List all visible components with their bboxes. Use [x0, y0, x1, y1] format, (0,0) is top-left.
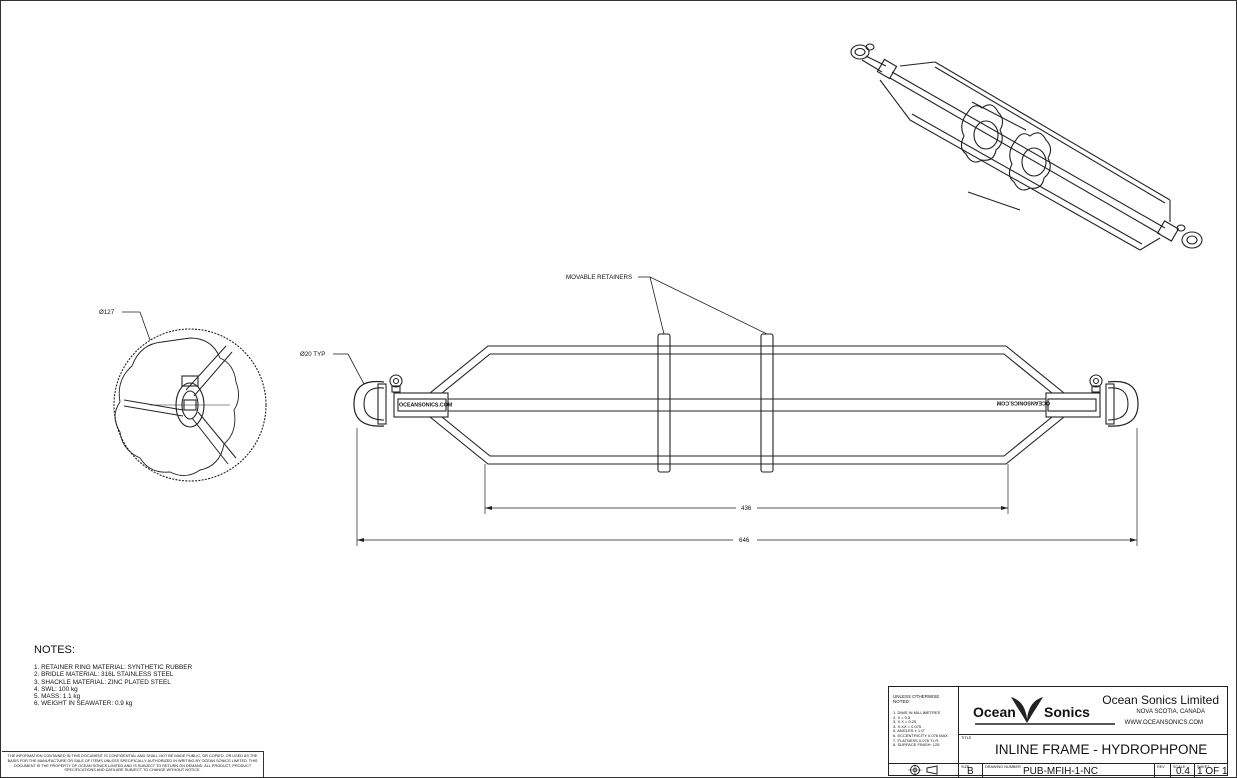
- sheet-label: SHEET: [1197, 765, 1210, 769]
- tolerance-item: 2. X = 0.5: [893, 714, 911, 720]
- tolerance-item: 5. ANGLES ± 1.0°: [893, 728, 926, 734]
- rod-diameter-label: Ø20 TYP: [300, 351, 325, 358]
- movable-retainers-label: MOVABLE RETAINERS: [566, 274, 632, 281]
- note-item: 2. BRIDLE MATERIAL: 316L STAINLESS STEEL: [34, 671, 174, 679]
- note-item: 1. RETAINER RING MATERIAL: SYNTHETIC RUB…: [34, 664, 193, 671]
- company-name: Ocean Sonics Limited: [1102, 693, 1219, 707]
- tolerance-item: 3. X.X = 0.25: [893, 719, 917, 725]
- sheet-cell: SHEET 1 OF 1: [1195, 764, 1228, 777]
- drawing-number-cell: DRAWING NUMBER PUB-MFIH-1-NC: [983, 764, 1155, 777]
- drawing-number: PUB-MFIH-1-NC: [1023, 766, 1098, 777]
- side-view: [333, 276, 1139, 546]
- company-block: Ocean Sonics Ocean Sonics Limited NOVA S…: [959, 687, 1227, 735]
- sheet-number: 1 OF 1: [1197, 766, 1228, 777]
- sheet-size: B: [967, 766, 974, 777]
- notes-title: NOTES:: [34, 644, 75, 656]
- bridle-engraving-left: OCEANSONICS.COM: [399, 403, 453, 409]
- company-website: WWW.OCEANSONICS.COM: [1124, 720, 1203, 726]
- drawing-number-label: DRAWING NUMBER: [985, 765, 1021, 769]
- logo-text-ocean: Ocean: [973, 704, 1016, 720]
- note-item: 4. SWL: 100 kg: [34, 685, 78, 693]
- size-label: SIZE: [961, 765, 970, 769]
- isometric-view: [850, 43, 1203, 251]
- title-block: UNLESS OTHERWISE NOTED: 1. DIMS IN MILLI…: [888, 686, 1228, 777]
- tolerance-notes: UNLESS OTHERWISE NOTED: 1. DIMS IN MILLI…: [889, 687, 959, 763]
- drawing-title: INLINE FRAME - HYDROPHPONE: [995, 742, 1208, 757]
- confidentiality-disclaimer: THE INFORMATION CONTAINED IN THIS DOCUME…: [2, 751, 264, 778]
- projection-symbol-cell: [889, 764, 959, 777]
- rev-cell: REV: [1155, 764, 1171, 777]
- bottom-row: SIZE B DRAWING NUMBER PUB-MFIH-1-NC REV …: [889, 763, 1228, 777]
- title-label: TITLE: [961, 736, 972, 740]
- note-item: 6. WEIGHT IN SEAWATER: 0.9 kg: [34, 700, 133, 708]
- bridle-engraving-right: OCEANSONICS.COM: [996, 400, 1050, 406]
- scale-cell: SCALE 0.4: [1171, 764, 1195, 777]
- tolerance-item: 6. ECCENTRICITY 0.076 MAX: [893, 732, 948, 738]
- ocean-sonics-logo: [975, 697, 1115, 725]
- logo-text-sonics: Sonics: [1044, 704, 1090, 720]
- title-cell: TITLE INLINE FRAME - HYDROPHPONE: [959, 735, 1227, 763]
- end-diameter-label: Ø127: [99, 309, 115, 316]
- notes-list: 1. RETAINER RING MATERIAL: SYNTHETIC RUB…: [34, 664, 192, 708]
- dimension-436: 436: [741, 505, 752, 512]
- tolerance-item: 4. X.XX = 0.075: [893, 723, 922, 729]
- size-cell: SIZE B: [959, 764, 983, 777]
- note-item: 3. SHACKLE MATERIAL: ZINC PLATED STEEL: [34, 678, 171, 686]
- tolerance-heading: UNLESS OTHERWISE NOTED:: [893, 694, 940, 704]
- note-item: 5. MASS: 1.1 kg: [34, 693, 81, 701]
- dimension-646: 646: [739, 537, 750, 544]
- rev-label: REV: [1157, 765, 1165, 769]
- tolerance-item: 8. SURFACE FINISH: 125: [893, 742, 940, 748]
- tolerance-item: 7. FLATNESS 0.076 T.I.R.: [893, 737, 940, 743]
- third-angle-projection-icon: [908, 764, 938, 776]
- end-view: [113, 311, 267, 482]
- scale-label: SCALE: [1173, 765, 1186, 769]
- drawing-scale: 0.4: [1176, 766, 1190, 777]
- company-location: NOVA SCOTIA, CANADA: [1136, 709, 1205, 715]
- tolerance-item: 1. DIMS IN MILLIMETRES: [893, 710, 941, 715]
